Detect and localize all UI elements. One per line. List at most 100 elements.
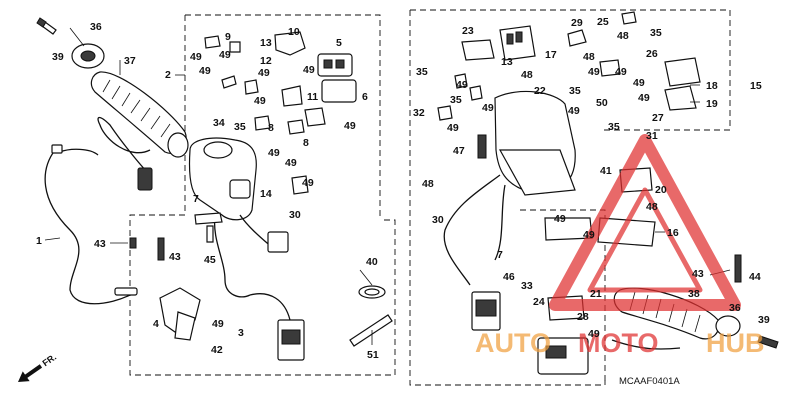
switch-housing-assembly	[129, 31, 393, 361]
callout-21: 21	[590, 288, 602, 300]
callout-30: 30	[432, 214, 444, 226]
callout-49: 49	[199, 65, 211, 77]
callout-48: 48	[422, 178, 434, 190]
front-direction-indicator: FR.	[18, 352, 59, 382]
callout-31: 31	[646, 130, 658, 142]
callout-49: 49	[285, 157, 297, 169]
callout-35: 35	[450, 94, 462, 106]
callout-9: 9	[225, 31, 231, 43]
callout-43: 43	[169, 251, 181, 263]
callout-41: 41	[600, 165, 612, 177]
callout-46: 46	[503, 271, 515, 283]
callout-49: 49	[638, 92, 650, 104]
callout-51: 51	[367, 349, 379, 361]
callout-12: 12	[260, 55, 272, 67]
callout-37: 37	[124, 55, 136, 67]
callout-48: 48	[646, 201, 658, 213]
callout-35: 35	[608, 121, 620, 133]
callout-33: 33	[521, 280, 533, 292]
callout-49: 49	[482, 102, 494, 114]
callout-27: 27	[652, 112, 664, 124]
callout-49: 49	[554, 213, 566, 225]
callout-36: 36	[90, 21, 102, 33]
left-grip-assembly	[36, 17, 189, 305]
callout-34: 34	[213, 117, 225, 129]
callout-18: 18	[706, 80, 718, 92]
callout-4: 4	[153, 318, 159, 330]
callout-49: 49	[588, 328, 600, 340]
callout-43: 43	[692, 268, 704, 280]
callout-35: 35	[650, 27, 662, 39]
callout-40: 40	[366, 256, 378, 268]
callout-39: 39	[758, 314, 770, 326]
callout-5: 5	[336, 37, 342, 49]
callout-49: 49	[258, 67, 270, 79]
callout-20: 20	[655, 184, 667, 196]
callout-45: 45	[204, 254, 216, 266]
callout-48: 48	[583, 51, 595, 63]
callout-38: 38	[688, 288, 700, 300]
callout-8: 8	[268, 122, 274, 134]
callout-32: 32	[413, 107, 425, 119]
callout-49: 49	[190, 51, 202, 63]
callout-10: 10	[288, 26, 300, 38]
watermark-moto: MOTO	[578, 328, 659, 358]
callout-7: 7	[497, 249, 503, 261]
callout-47: 47	[453, 145, 465, 157]
callout-35: 35	[569, 85, 581, 97]
callout-35: 35	[416, 66, 428, 78]
callout-1: 1	[36, 235, 42, 247]
callout-49: 49	[588, 66, 600, 78]
callout-49: 49	[212, 318, 224, 330]
callout-13: 13	[260, 37, 272, 49]
callout-43: 43	[94, 238, 106, 250]
callout-49: 49	[219, 49, 231, 61]
callout-49: 49	[456, 79, 468, 91]
callout-49: 49	[302, 177, 314, 189]
callout-13: 13	[501, 56, 513, 68]
callout-23: 23	[462, 25, 474, 37]
callout-49: 49	[615, 66, 627, 78]
callout-6: 6	[362, 91, 368, 103]
callout-3: 3	[238, 327, 244, 339]
callout-2: 2	[165, 69, 171, 81]
callout-15: 15	[750, 80, 762, 92]
callout-49: 49	[447, 122, 459, 134]
callout-7: 7	[193, 193, 199, 205]
callout-22: 22	[534, 85, 546, 97]
watermark-auto: AUTO	[475, 328, 551, 358]
callout-14: 14	[260, 188, 272, 200]
callout-30: 30	[289, 209, 301, 221]
front-arrow-icon	[18, 364, 43, 382]
callout-50: 50	[596, 97, 608, 109]
callout-16: 16	[667, 227, 679, 239]
callout-8: 8	[303, 137, 309, 149]
callout-11: 11	[307, 91, 318, 103]
callout-49: 49	[344, 120, 356, 132]
callout-44: 44	[749, 271, 761, 283]
callout-49: 49	[303, 64, 315, 76]
callout-35: 35	[234, 121, 246, 133]
callout-48: 48	[617, 30, 629, 42]
callout-39: 39	[52, 51, 64, 63]
watermark: AUTO MOTO HUB	[475, 134, 765, 358]
callout-24: 24	[533, 296, 545, 308]
callout-28: 28	[577, 311, 589, 323]
right-switch-assembly	[437, 11, 779, 375]
callout-labels: 36 39 37 2 9 10 49 13 49 12 49 5 49 49 6…	[36, 16, 770, 361]
grip-ribs	[102, 79, 171, 138]
callout-17: 17	[545, 49, 557, 61]
callout-29: 29	[571, 17, 583, 29]
callout-25: 25	[597, 16, 609, 28]
callout-49: 49	[568, 105, 580, 117]
warning-triangle-icon	[549, 134, 741, 311]
callout-26: 26	[646, 48, 658, 60]
callout-36: 36	[729, 302, 741, 314]
front-arrow-label: FR.	[41, 352, 59, 369]
callout-49: 49	[633, 77, 645, 89]
callout-49: 49	[268, 147, 280, 159]
diagram-code: MCAAF0401A	[619, 376, 680, 387]
watermark-hub: HUB	[706, 328, 765, 358]
callout-48: 48	[521, 69, 533, 81]
